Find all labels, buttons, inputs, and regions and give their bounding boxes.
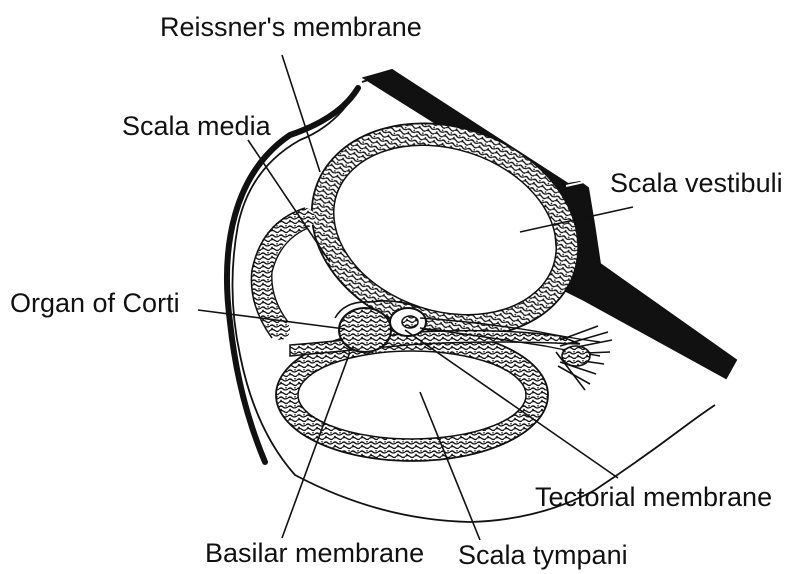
label-scala-tympani: Scala tympani (458, 542, 628, 569)
leader-scala-tympani (420, 392, 480, 540)
label-basilar-membrane: Basilar membrane (205, 540, 424, 567)
leader-reissner (282, 55, 320, 172)
label-scala-media: Scala media (122, 113, 271, 140)
nerve-fiber-bundle (556, 326, 612, 390)
label-tectorial-membrane: Tectorial membrane (535, 484, 772, 511)
label-organ-of-corti: Organ of Corti (10, 290, 180, 317)
scala-media-wall (261, 218, 305, 330)
label-scala-vestibuli: Scala vestibuli (610, 170, 783, 197)
label-reissners-membrane: Reissner's membrane (160, 14, 422, 41)
